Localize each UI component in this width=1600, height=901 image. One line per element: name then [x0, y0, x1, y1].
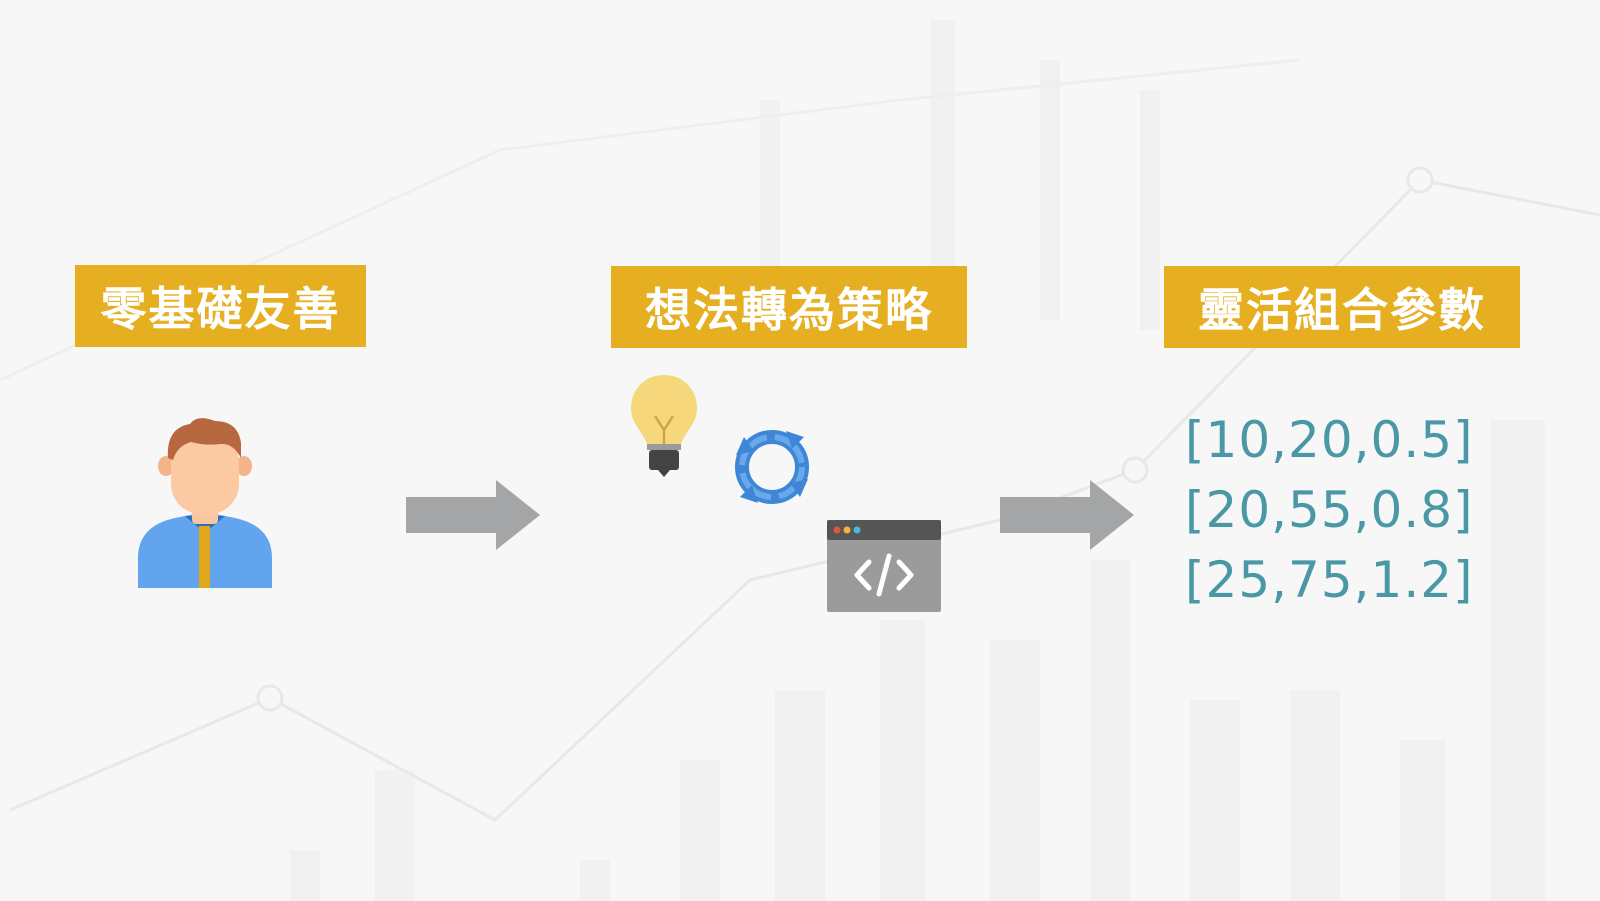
person-icon — [138, 418, 272, 588]
code-window-icon — [827, 520, 941, 612]
parameter-list: [10,20,0.5] [20,55,0.8] [25,75,1.2] — [1185, 405, 1505, 615]
arrow-right-icon — [1000, 480, 1134, 550]
parameter-set: [25,75,1.2] — [1185, 551, 1474, 609]
arrow-right-icon — [406, 480, 540, 550]
lightbulb-icon — [631, 375, 697, 477]
step-1-label: 零基礎友善 — [75, 265, 366, 347]
step-3-label: 靈活組合參數 — [1164, 266, 1520, 348]
step-2-label: 想法轉為策略 — [611, 266, 967, 348]
parameter-set: [20,55,0.8] — [1185, 481, 1474, 539]
refresh-icon — [735, 430, 809, 504]
parameter-set: [10,20,0.5] — [1185, 411, 1474, 469]
